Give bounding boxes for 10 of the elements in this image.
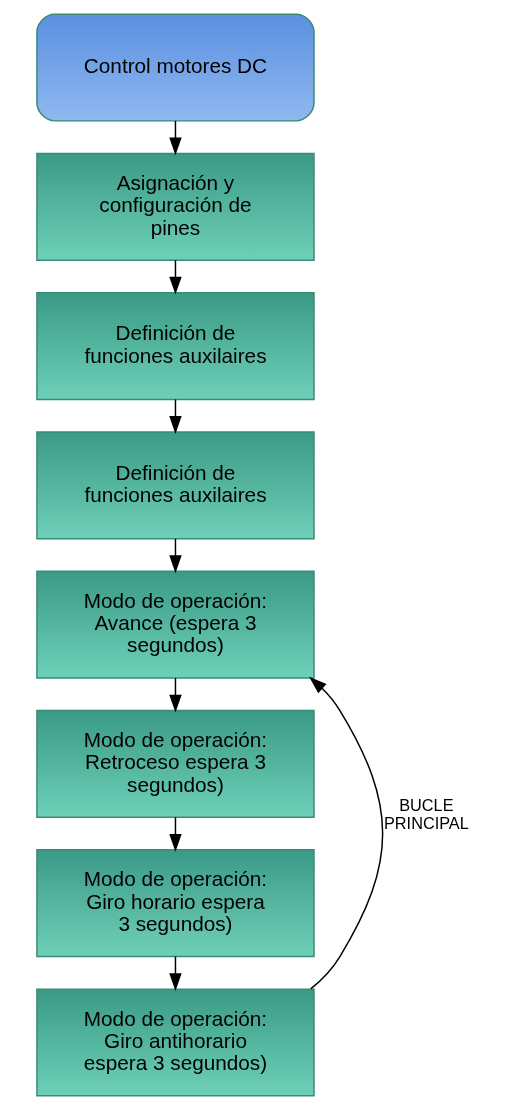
node-box: Modo de operación: Retroceso espera 3 segundos) bbox=[35, 709, 315, 818]
node-box: Asignación y configuración de pines bbox=[35, 152, 315, 261]
edge-label: BUCLE PRINCIPAL bbox=[383, 796, 469, 832]
node-box: Control motores DC bbox=[35, 13, 315, 122]
arrow bbox=[308, 676, 383, 990]
node-box: Definición de funciones auxilaires bbox=[35, 292, 315, 401]
node-box: Definición de funciones auxilaires bbox=[35, 431, 315, 540]
node-box: Modo de operación: Giro horario espera 3 segundos) bbox=[35, 849, 315, 958]
node-box: Modo de operación: Giro antihorario espera 3 segundos) bbox=[35, 988, 315, 1097]
node-box: Modo de operación: Avance (espera 3 segundos) bbox=[35, 570, 315, 679]
